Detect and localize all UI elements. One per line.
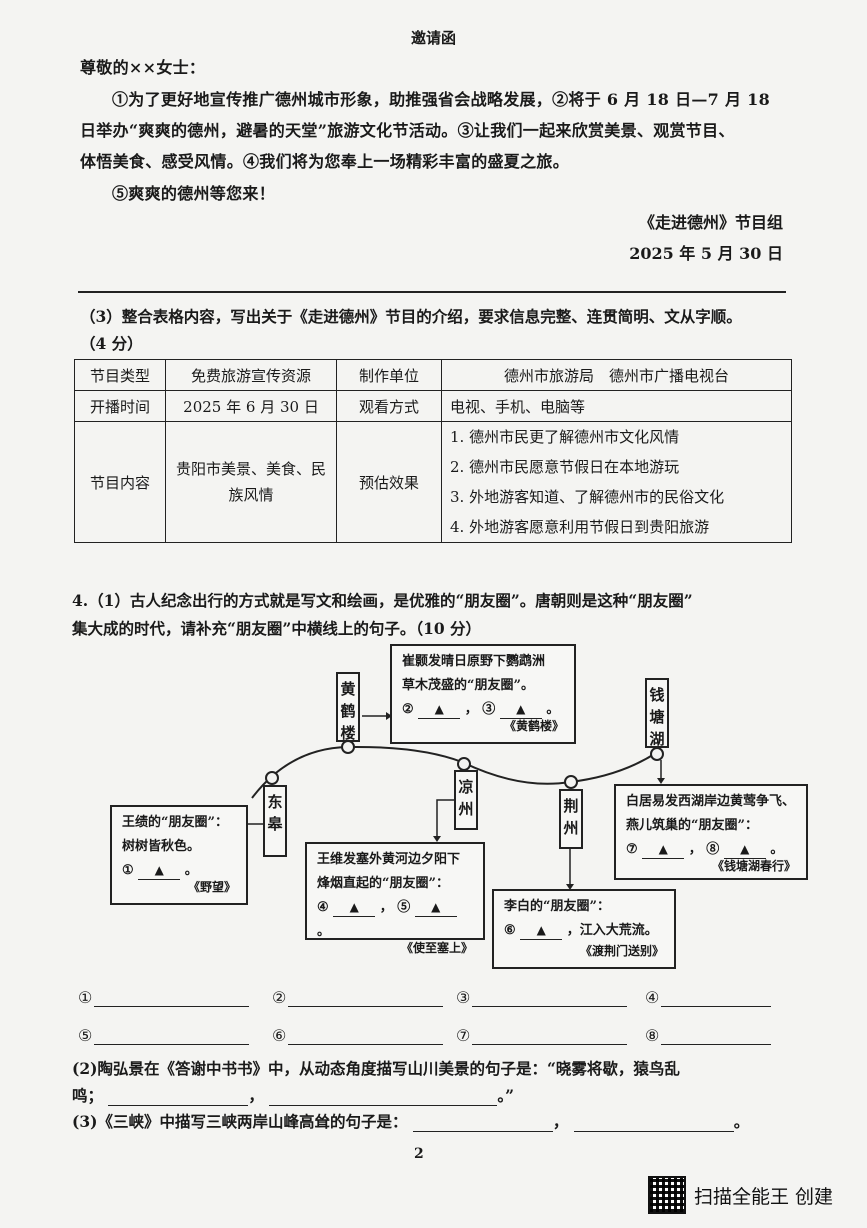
program-info-table: 节目类型 免费旅游宣传资源 制作单位 德州市旅游局 德州市广播电视台 开播时间 … (74, 359, 792, 543)
blank-2[interactable]: ▲ (418, 700, 461, 719)
q4-prompt-line2: 集大成的时代，请补充“朋友圈”中横线上的句子。（10 分） (72, 619, 482, 638)
answer-1[interactable]: ① (78, 988, 250, 1007)
q4-2-line1: (2)陶弘景在《答谢中书书》中，从动态角度描写山川美景的句子是：“晓雾将歇，猿鸟… (72, 1059, 680, 1078)
q4-2-blank-1[interactable] (108, 1091, 249, 1106)
cell-effect-list: 1. 德州市民更了解德州市文化风情 2. 德州市民愿意节假日在本地游玩 3. 外… (441, 421, 792, 543)
letter-salutation: 尊敬的××女士： (80, 58, 206, 77)
q3-score: （4 分） (80, 334, 143, 353)
box-qiantanghu: 白居易发西湖岸边黄莺争飞、 燕儿筑巢的“朋友圈”： ⑦ ▲ ， ⑧ ▲ 。 《钱… (614, 784, 808, 880)
blank-7[interactable]: ▲ (642, 840, 685, 859)
cell-producer-label: 制作单位 (336, 359, 442, 391)
box-donggao: 王绩的“朋友圈”： 树树皆秋色。 ① ▲ 。 《野望》 (110, 805, 248, 905)
effect-item: 1. 德州市民更了解德州市文化风情 (450, 428, 680, 446)
blank-3[interactable]: ▲ (499, 700, 542, 719)
answer-2[interactable]: ② (272, 988, 444, 1007)
place-huanghelou: 黄鹤楼 (336, 672, 360, 742)
cell-content-label: 节目内容 (74, 421, 166, 543)
answer-7[interactable]: ⑦ (456, 1026, 628, 1045)
cell-start-value: 2025 年 6 月 30 日 (165, 390, 337, 422)
qr-code-icon (648, 1176, 686, 1214)
q4-3-blank-2[interactable] (573, 1117, 734, 1132)
effect-item: 3. 外地游客知道、了解德州市的民俗文化 (450, 488, 725, 506)
cell-producer-value: 德州市旅游局 德州市广播电视台 (441, 359, 792, 391)
answer-4[interactable]: ④ (645, 988, 772, 1007)
effect-item: 2. 德州市民愿意节假日在本地游玩 (450, 458, 680, 476)
blank-4[interactable]: ▲ (333, 898, 376, 917)
answer-6[interactable]: ⑥ (272, 1026, 444, 1045)
place-liangzhou: 凉州 (454, 770, 478, 830)
q4-2-blank-2[interactable] (269, 1091, 498, 1106)
letter-line-3: 体悟美食、感受风情。④我们将为您奉上一场精彩丰富的盛夏之旅。 (80, 152, 570, 171)
place-jingzhou: 荆州 (559, 789, 583, 849)
place-donggao: 东皋 (263, 785, 287, 857)
answer-3[interactable]: ③ (456, 988, 628, 1007)
q3-prompt: （3）整合表格内容，写出关于《走进德州》节目的介绍，要求信息完整、连贯简明、文从… (80, 307, 742, 326)
box-jingzhou: 李白的“朋友圈”： ⑥ ▲ ，江入大荒流。 《渡荆门送别》 (492, 889, 676, 969)
letter-date: 2025 年 5 月 30 日 (629, 244, 783, 263)
section-divider (78, 291, 786, 293)
q4-3-blank-1[interactable] (412, 1117, 553, 1132)
blank-1[interactable]: ▲ (138, 861, 181, 880)
cell-content-value: 贵阳市美景、美食、民族风情 (165, 421, 337, 543)
answer-8[interactable]: ⑧ (645, 1026, 772, 1045)
place-qiantanghu: 钱塘湖 (645, 678, 669, 748)
blank-8[interactable]: ▲ (723, 840, 766, 859)
answer-5[interactable]: ⑤ (78, 1026, 250, 1045)
q4-3-line: (3)《三峡》中描写三峡两岸山峰高耸的句子是： ， 。 (72, 1112, 750, 1132)
letter-line-2: 日举办“爽爽的德州，避暑的天堂”旅游文化节活动。③让我们一起来欣赏美景、观赏节目… (80, 121, 735, 140)
cell-effect-label: 预估效果 (336, 421, 442, 543)
scanner-watermark: 扫描全能王 创建 (648, 1176, 833, 1214)
box-huanghelou: 崔颢发晴日原野下鹦鹉洲 草木茂盛的“朋友圈”。 ② ▲ ， ③ ▲ 。 《黄鹤楼… (390, 644, 576, 744)
blank-6[interactable]: ▲ (520, 921, 563, 940)
letter-title: 邀请函 (410, 29, 456, 47)
letter-line-4: ⑤爽爽的德州等您来！ (112, 184, 276, 203)
letter-line-1: ①为了更好地宣传推广德州城市形象，助推强省会战略发展，②将于 6 月 18 日—… (112, 90, 771, 109)
q4-prompt-line1: 4.（1）古人纪念出行的方式就是写文和绘画，是优雅的“朋友圈”。唐朝则是这种“朋… (72, 591, 693, 610)
cell-type-value: 免费旅游宣传资源 (165, 359, 337, 391)
box-liangzhou: 王维发塞外黄河边夕阳下 烽烟直起的“朋友圈”： ④ ▲ ， ⑤ ▲ 。 《使至塞… (305, 842, 485, 955)
cell-start-label: 开播时间 (74, 390, 166, 422)
blank-5[interactable]: ▲ (414, 898, 457, 917)
q4-2-line2: 鸣； ， 。” (72, 1086, 514, 1106)
effect-item: 4. 外地游客愿意利用节假日到贵阳旅游 (450, 518, 710, 536)
cell-watch-label: 观看方式 (336, 390, 442, 422)
letter-signature: 《走进德州》节目组 (638, 213, 783, 232)
page-number: 2 (414, 1146, 424, 1162)
